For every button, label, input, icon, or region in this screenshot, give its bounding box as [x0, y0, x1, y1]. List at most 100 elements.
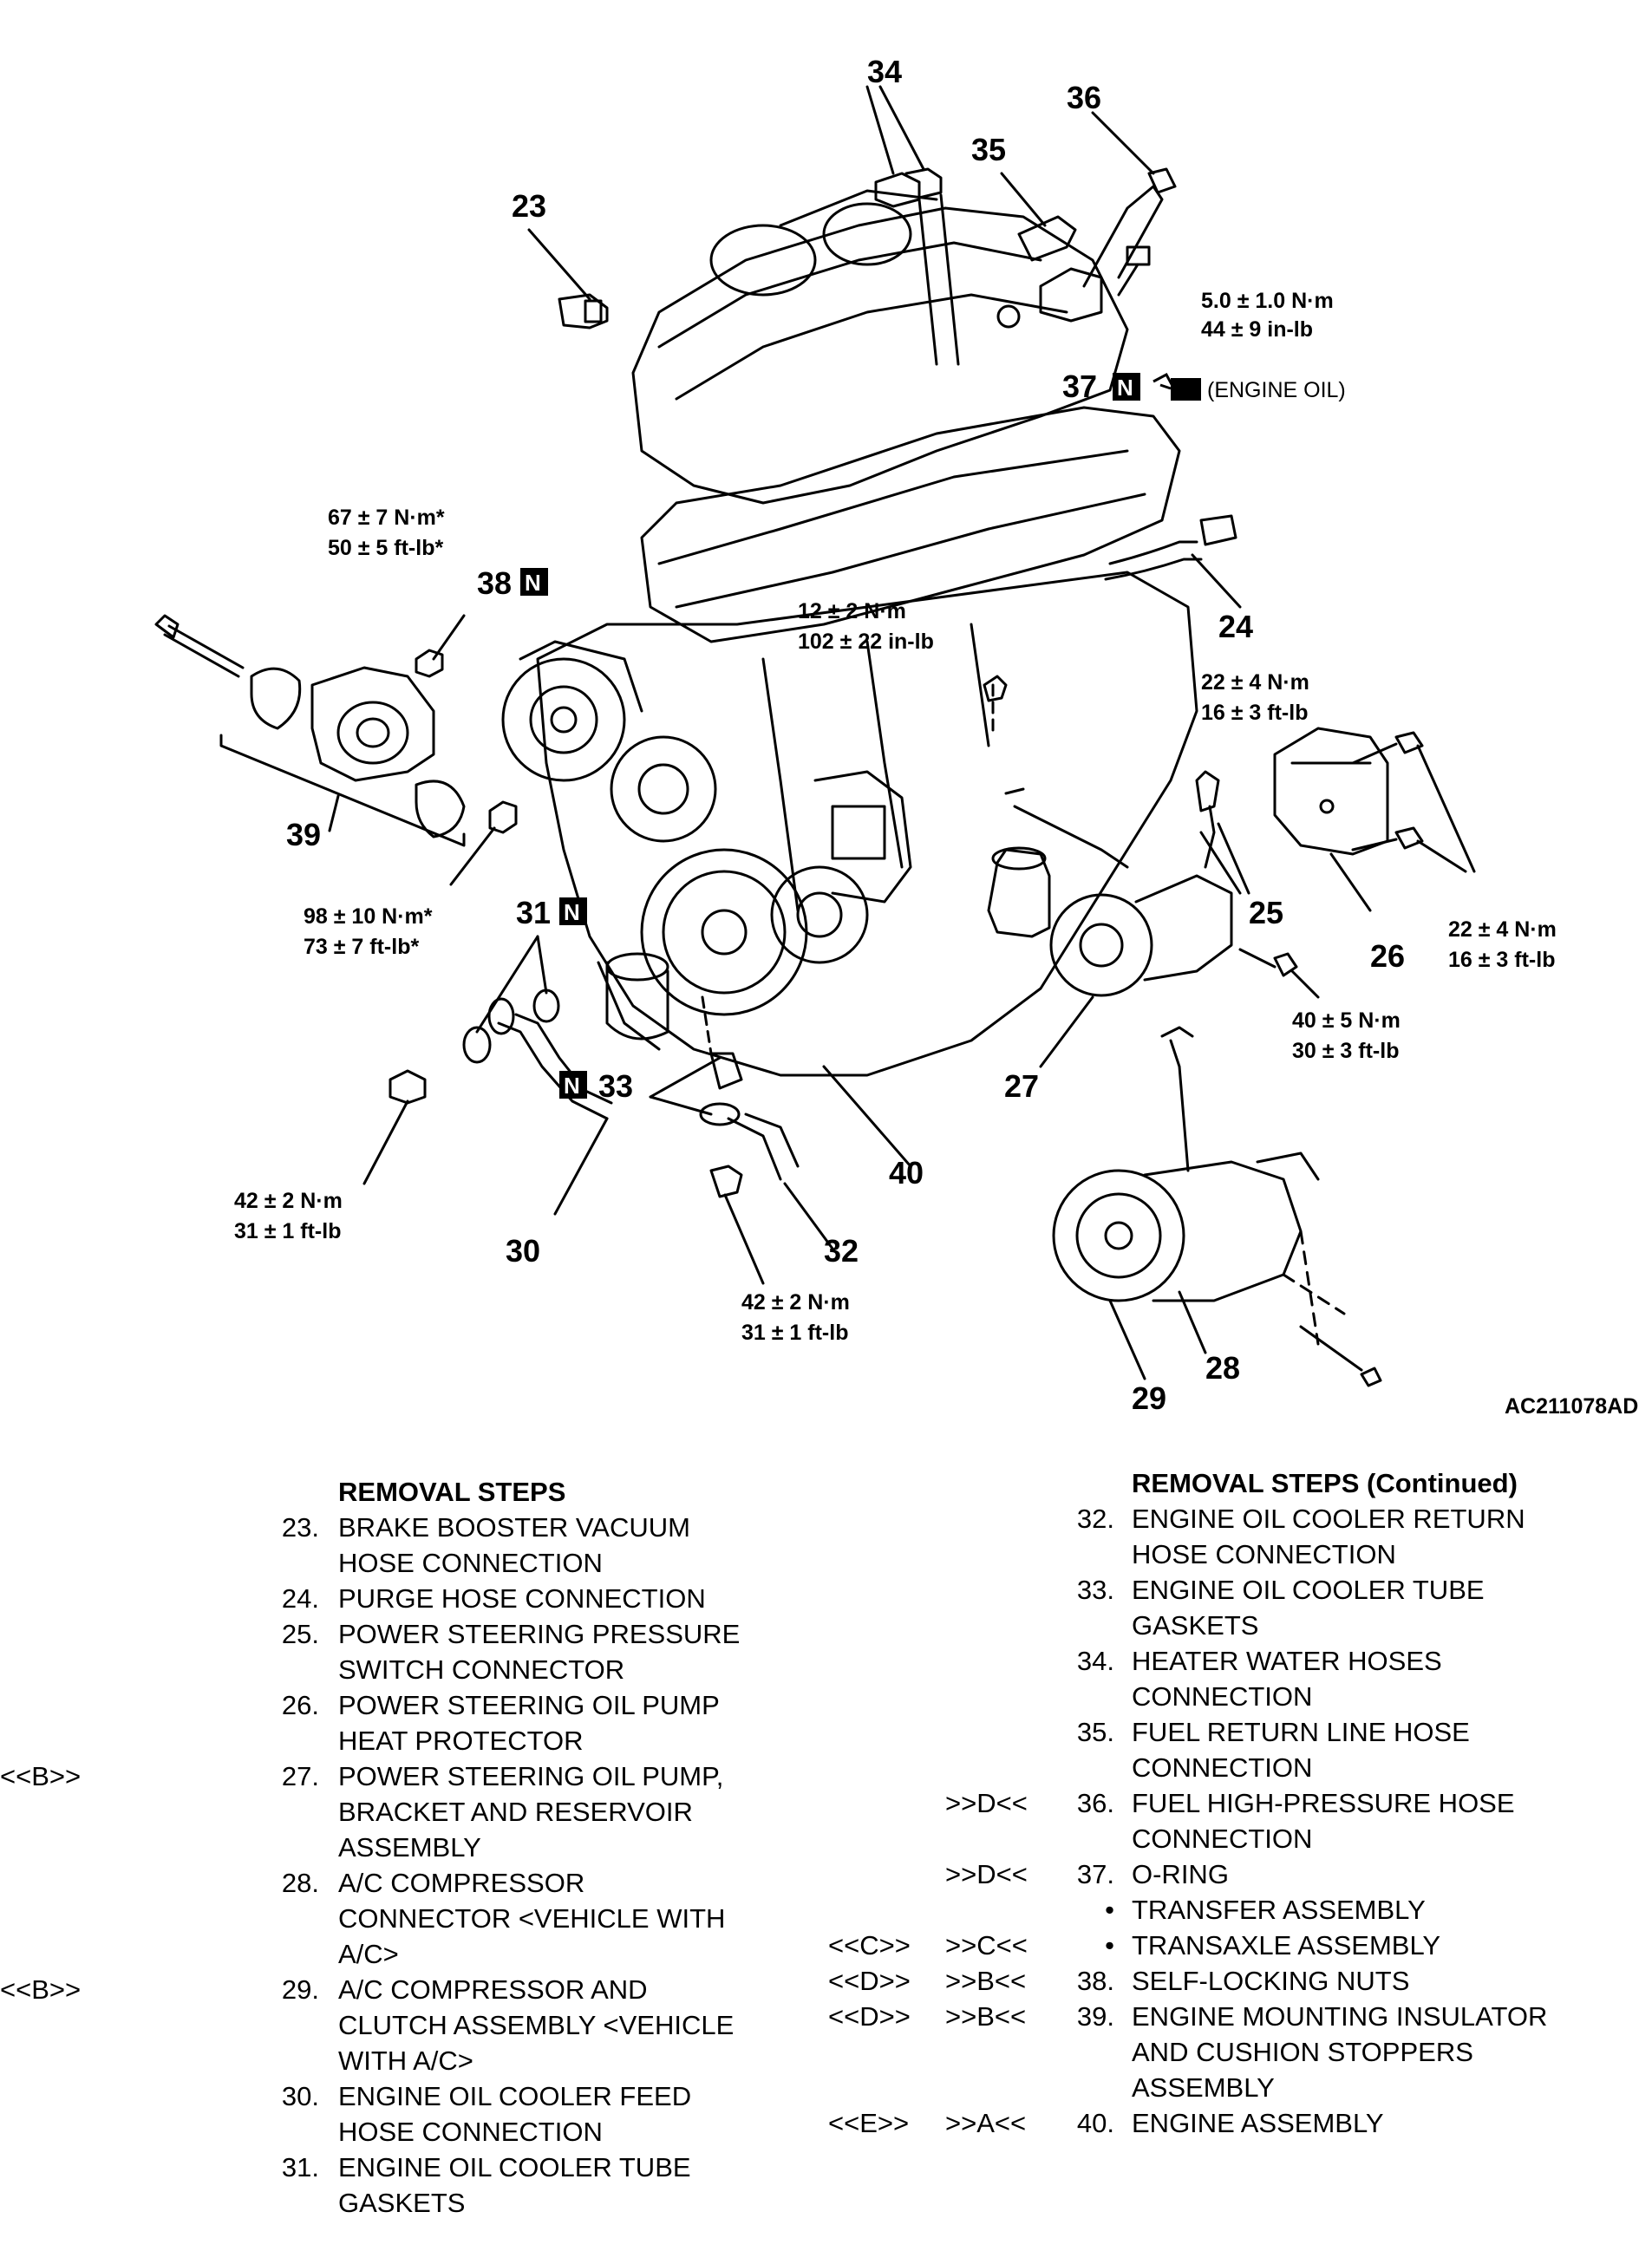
step-text: ASSEMBLY: [338, 1832, 481, 1863]
removal-steps-right: REMOVAL STEPS (Continued) 32.ENGINE OIL …: [806, 1465, 1639, 2141]
removal-code: <<D>>: [828, 1966, 911, 1996]
installation-code: >>B<<: [945, 2001, 1027, 2032]
svg-text:N: N: [525, 570, 541, 596]
step-text: BRAKE BOOSTER VACUUM: [338, 1512, 690, 1543]
step-number: 40.: [1076, 2108, 1114, 2138]
step-text: AND CUSHION STOPPERS: [1132, 2037, 1473, 2067]
step-number: 25.: [281, 1619, 319, 1649]
step-text: ENGINE OIL COOLER TUBE: [1132, 1575, 1485, 1605]
torque-39-ftlb: 73 ± 7 ft-lb*: [304, 935, 419, 959]
removal-code: <<E>>: [828, 2108, 910, 2138]
step-text: GASKETS: [1132, 1610, 1259, 1641]
step-text: A/C COMPRESSOR AND: [338, 1974, 648, 2005]
svg-text:N: N: [564, 1073, 580, 1099]
callout-36: 36: [1067, 80, 1101, 115]
engine-oil-can-icon: [1152, 372, 1201, 401]
n-mark-37: N: [1113, 373, 1140, 401]
torque-30-nm: 42 ± 2 N·m: [234, 1189, 343, 1213]
removal-step: <<B>>27.POWER STEERING OIL PUMP,BRACKET …: [0, 1758, 798, 1865]
step-text: FUEL HIGH-PRESSURE HOSE: [1132, 1788, 1515, 1818]
n-mark-38: N: [520, 568, 548, 596]
torque-bolt-inlb: 102 ± 22 in-lb: [798, 630, 934, 654]
oil-cooler-feed-hose-part: [362, 935, 613, 1216]
callout-25: 25: [1249, 895, 1283, 930]
engine-oil-label: (ENGINE OIL): [1207, 378, 1346, 402]
installation-code: >>D<<: [945, 1859, 1028, 1889]
step-text: CONNECTION: [1132, 1824, 1313, 1854]
step-number: 23.: [281, 1512, 319, 1543]
fuel-high-pressure-hose-part: [1082, 111, 1177, 297]
installation-code: >>C<<: [945, 1930, 1028, 1961]
power-steering-pump-part: [983, 675, 1320, 1068]
callout-24: 24: [1218, 609, 1253, 644]
callout-31: 31: [516, 895, 551, 930]
removal-code: <<C>>: [828, 1930, 911, 1961]
callout-29: 29: [1132, 1380, 1166, 1416]
step-number: •: [1105, 1895, 1114, 1925]
callout-33: 33: [598, 1068, 633, 1104]
engine-assembly-drawing: [501, 189, 1198, 1077]
step-text: CONNECTION: [1132, 1752, 1313, 1783]
torque-30-ftlb: 31 ± 1 ft-lb: [234, 1219, 341, 1243]
step-text: ENGINE MOUNTING INSULATOR: [1132, 2001, 1548, 2032]
step-number: 39.: [1076, 2001, 1114, 2032]
svg-text:N: N: [564, 899, 580, 925]
step-number: 33.: [1076, 1575, 1114, 1605]
step-number: 29.: [281, 1974, 319, 2005]
step-text: HOSE CONNECTION: [338, 1548, 603, 1578]
step-text: CONNECTION: [1132, 1681, 1313, 1712]
step-number: 36.: [1076, 1788, 1114, 1818]
step-text: WITH A/C>: [338, 2045, 473, 2076]
step-text: FUEL RETURN LINE HOSE: [1132, 1717, 1470, 1747]
step-text: HOSE CONNECTION: [338, 2117, 603, 2147]
callout-37: 37: [1062, 369, 1097, 404]
fuel-return-hose-part: [996, 172, 1103, 329]
step-number: 28.: [281, 1868, 319, 1898]
installation-code: >>B<<: [945, 1966, 1027, 1996]
step-text: CONNECTOR <VEHICLE WITH: [338, 1903, 726, 1934]
step-text: ENGINE OIL COOLER FEED: [338, 2081, 692, 2111]
torque-bolt-nm: 12 ± 2 N·m: [798, 599, 906, 623]
callout-labels: 34 36 35 23 37 38 24 39 31 25 26 27 33 4…: [286, 54, 1405, 1416]
step-text: GASKETS: [338, 2188, 466, 2218]
installation-code: >>D<<: [945, 1788, 1028, 1818]
torque-36-nm: 5.0 ± 1.0 N·m: [1201, 289, 1334, 313]
removal-step: >>D<< 36. FUEL HIGH-PRESSURE HOSE CONNECTIO…: [806, 1785, 1639, 1856]
removal-step: • TRANSFER ASSEMBLY: [806, 1892, 1639, 1928]
step-text: ENGINE ASSEMBLY: [1132, 2108, 1384, 2138]
callout-34: 34: [867, 54, 902, 89]
step-text: HOSE CONNECTION: [1132, 1539, 1396, 1569]
step-text: POWER STEERING OIL PUMP: [338, 1690, 720, 1720]
removal-steps-continued-header: REMOVAL STEPS (Continued): [1132, 1468, 1518, 1498]
torque-39-nm: 98 ± 10 N·m*: [304, 904, 433, 929]
step-text: POWER STEERING OIL PUMP,: [338, 1761, 724, 1791]
removal-step: 24.PURGE HOSE CONNECTION: [0, 1581, 798, 1616]
procedure-code: <<B>>: [0, 1974, 82, 2005]
torque-25-nm: 22 ± 4 N·m: [1201, 670, 1309, 695]
step-text: SELF-LOCKING NUTS: [1132, 1966, 1410, 1996]
step-text: HEAT PROTECTOR: [338, 1726, 584, 1756]
step-number: 26.: [281, 1690, 319, 1720]
step-number: 31.: [281, 2152, 319, 2182]
removal-step: <<E>>>>A<<40.ENGINE ASSEMBLY: [806, 2105, 1639, 2141]
removal-step: 33. ENGINE OIL COOLER TUBE GASKETS: [806, 1572, 1639, 1643]
step-text: ASSEMBLY: [1132, 2072, 1275, 2103]
step-text: TRANSFER ASSEMBLY: [1132, 1895, 1426, 1925]
brake-booster-hose-part: [527, 228, 609, 329]
torque-38-ftlb: 50 ± 5 ft-lb*: [328, 536, 443, 560]
purge-hose-part: [1104, 514, 1242, 609]
engine-mount-part: [154, 614, 518, 886]
step-text: BRACKET AND RESERVOIR: [338, 1797, 693, 1827]
step-text: POWER STEERING PRESSURE: [338, 1619, 741, 1649]
ac-compressor-part: [1052, 1026, 1382, 1387]
step-number: 34.: [1076, 1646, 1114, 1676]
step-text: A/C>: [338, 1939, 399, 1969]
step-text: PURGE HOSE CONNECTION: [338, 1583, 706, 1614]
callout-40: 40: [889, 1155, 924, 1191]
